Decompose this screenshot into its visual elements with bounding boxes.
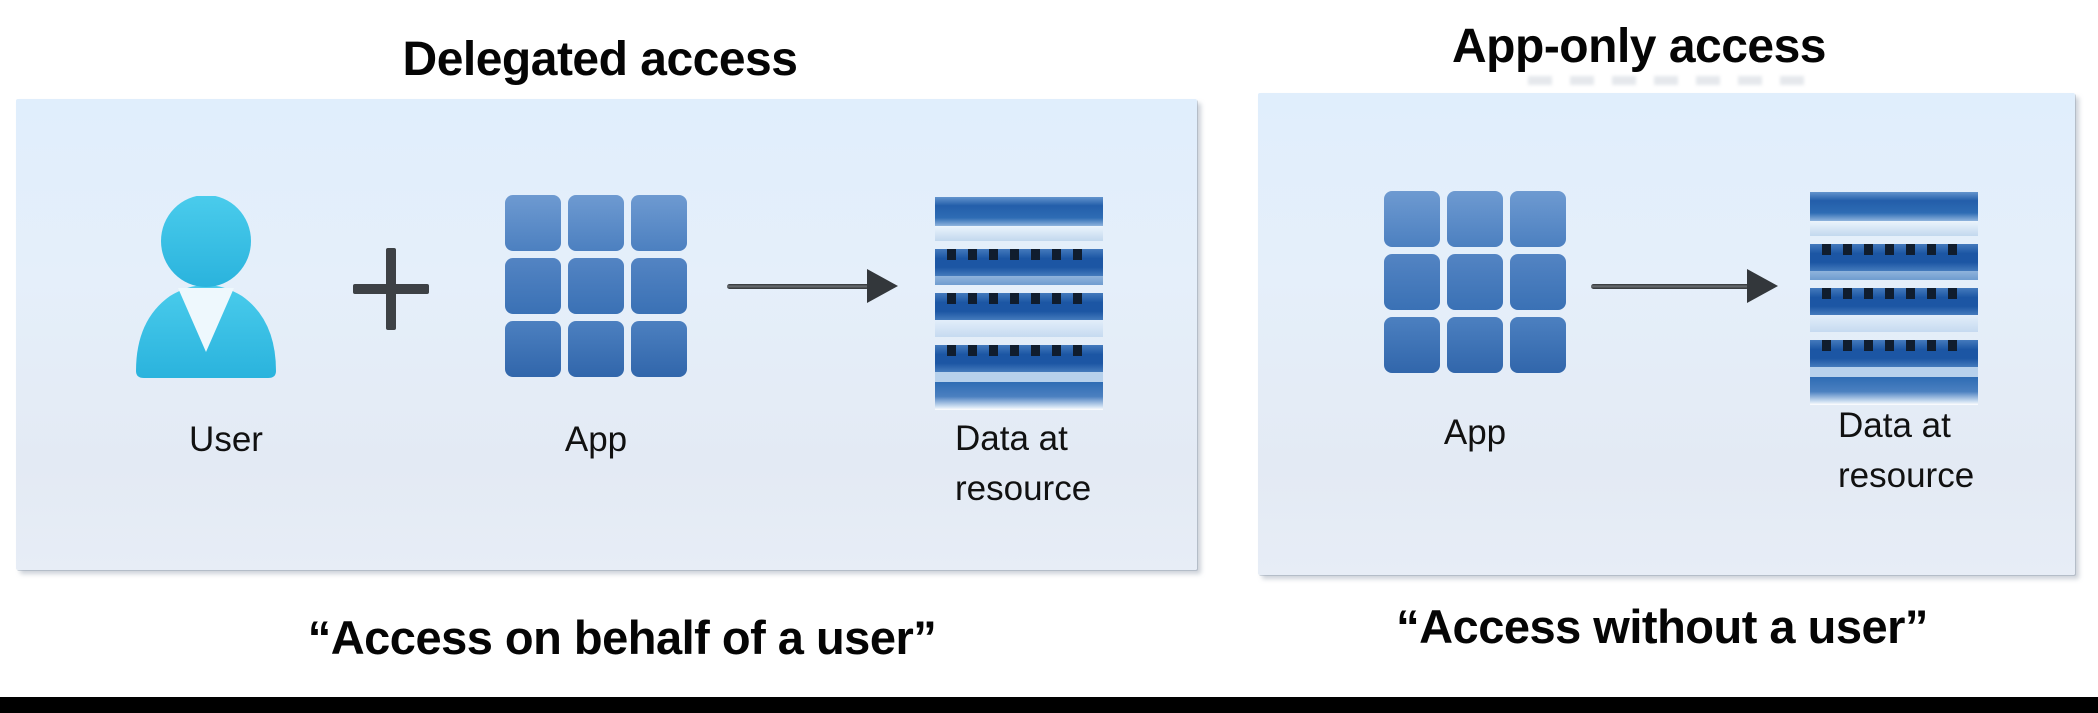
app-only-access-caption: “Access without a user” xyxy=(1396,600,1928,653)
stripe-band xyxy=(1810,315,1978,332)
app-grid-cell xyxy=(1384,191,1440,247)
stripe-band xyxy=(935,345,1103,372)
app-label: App xyxy=(564,420,628,459)
delegated-access-title: Delegated access xyxy=(402,33,798,86)
plus-vertical-bar xyxy=(386,248,396,330)
app-label: App xyxy=(1443,413,1507,452)
arrow-head xyxy=(867,269,898,303)
data-resource-stack-icon xyxy=(1810,192,1978,405)
stripe-band xyxy=(1810,192,1978,221)
erased-text-artifact xyxy=(1528,76,1818,85)
app-grid-cell xyxy=(505,321,561,377)
dot-row xyxy=(1822,288,1968,299)
app-grid-cell xyxy=(1384,317,1440,373)
stripe-band xyxy=(1810,340,1978,367)
app-grid-cell xyxy=(631,258,687,314)
stripe-band xyxy=(1810,244,1978,271)
data-resource-stack-icon xyxy=(935,197,1103,410)
arrow-shaft xyxy=(1591,284,1749,289)
right-arrow-icon xyxy=(727,269,898,303)
app-grid-cell xyxy=(505,258,561,314)
stripe-band xyxy=(935,293,1103,320)
app-grid-cell xyxy=(1510,317,1566,373)
data-at-resource-label: Data at resource xyxy=(1838,406,1975,495)
stripe-band xyxy=(935,249,1103,276)
user-label: User xyxy=(189,420,263,459)
app-only-access-title: App-only access xyxy=(1452,20,1826,73)
app-grid-cell xyxy=(505,195,561,251)
user-person-icon xyxy=(120,196,292,378)
plus-icon xyxy=(353,248,429,330)
stripe-band xyxy=(1810,221,1978,236)
app-grid-cell xyxy=(568,195,624,251)
arrow-shaft xyxy=(727,284,869,289)
app-grid-cell xyxy=(1447,191,1503,247)
app-grid-cell xyxy=(568,258,624,314)
data-at-resource-label: Data at resource xyxy=(955,419,1092,508)
stripe-band xyxy=(1810,377,1978,405)
dot-row xyxy=(1822,340,1968,351)
delegated-access-panel: User App Data at resource xyxy=(16,99,1197,570)
stripe-band xyxy=(1810,271,1978,280)
app-grid-cell xyxy=(1510,191,1566,247)
app-grid-cell xyxy=(631,195,687,251)
stripe-band xyxy=(935,320,1103,337)
delegated-access-caption: “Access on behalf of a user” xyxy=(307,611,937,664)
dot-row xyxy=(947,249,1093,260)
bottom-black-bar xyxy=(0,697,2098,713)
dot-row xyxy=(1822,244,1968,255)
stripe-band xyxy=(935,372,1103,382)
stripe-band xyxy=(935,276,1103,285)
dot-row xyxy=(947,293,1093,304)
app-only-access-panel: App Data at resource xyxy=(1258,93,2075,575)
app-grid-icon xyxy=(505,195,687,377)
stripe-band xyxy=(935,226,1103,241)
stripe-band xyxy=(1810,288,1978,315)
right-arrow-icon xyxy=(1591,269,1778,303)
arrow-head xyxy=(1747,269,1778,303)
stripe-band xyxy=(935,382,1103,410)
app-grid-cell xyxy=(1447,254,1503,310)
app-grid-cell xyxy=(1510,254,1566,310)
app-grid-cell xyxy=(568,321,624,377)
app-grid-cell xyxy=(1447,317,1503,373)
stripe-band xyxy=(935,197,1103,226)
app-grid-cell xyxy=(1384,254,1440,310)
app-grid-cell xyxy=(631,321,687,377)
stripe-band xyxy=(1810,367,1978,377)
app-grid-icon xyxy=(1384,191,1566,373)
dot-row xyxy=(947,345,1093,356)
